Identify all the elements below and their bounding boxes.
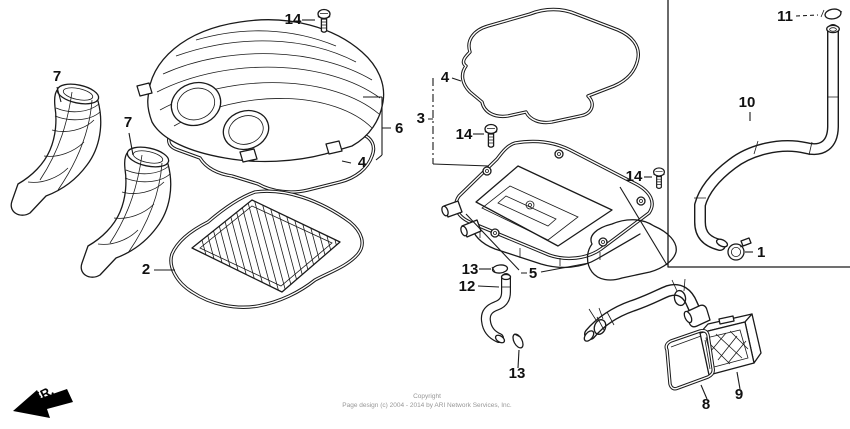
callout-1: 1 [757, 244, 765, 261]
case-seal [586, 219, 677, 281]
callout-14-middle: 14 [456, 126, 473, 143]
spring-clamp-left-icon [588, 307, 607, 335]
bolt-icon-middle [484, 123, 498, 148]
callout-2: 2 [142, 261, 150, 278]
sub-cleaner-element [664, 328, 715, 391]
callout-3: 3 [417, 110, 425, 127]
breather-tube-inset-box [619, 0, 850, 268]
intake-port-right [222, 109, 270, 151]
callout-labels: 14 7 7 6 3 4 4 14 14 11 10 1 5 13 12 13 … [53, 8, 793, 413]
callout-14-top: 14 [285, 11, 302, 28]
copyright-line2: Page design (c) 2004 - 2014 by ARI Netwo… [342, 402, 512, 409]
drain-tube [480, 273, 512, 344]
spring-clamp-right-icon [671, 278, 687, 307]
tube-clamp-icon [727, 237, 752, 261]
callout-9: 9 [735, 386, 743, 403]
callout-7-right: 7 [124, 114, 132, 131]
bolt-icon-right [652, 167, 666, 190]
callout-14-right: 14 [626, 168, 643, 185]
callout-4-lower: 4 [358, 154, 367, 171]
callout-6: 6 [395, 120, 403, 137]
intake-duct-right [80, 146, 172, 278]
callout-11: 11 [777, 8, 793, 25]
breather-tube [694, 24, 840, 251]
copyright-block: Copyright Page design (c) 2004 - 2014 by… [342, 393, 512, 409]
connecting-hose [583, 283, 703, 342]
callout-5: 5 [529, 265, 537, 282]
tube-clip-icon [820, 8, 843, 20]
air-cleaner-case [441, 139, 654, 269]
callout-13-lower: 13 [509, 365, 526, 382]
filter-element [169, 189, 364, 309]
intake-port-left [170, 81, 222, 127]
drain-clip-upper-icon [491, 264, 509, 274]
air-cleaner-cover [136, 19, 385, 163]
callout-10: 10 [739, 94, 756, 111]
callout-8: 8 [702, 396, 710, 413]
front-direction-arrow: FR. [13, 383, 73, 418]
callout-13-upper: 13 [462, 261, 479, 278]
copyright-line1: Copyright [413, 393, 441, 400]
sub-air-cleaner [683, 304, 762, 376]
callout-leader-lines [56, 14, 819, 400]
callout-7-left: 7 [53, 68, 61, 85]
drain-clip-lower-icon [512, 333, 524, 349]
fr-arrow-icon [13, 389, 73, 418]
callout-4-upper: 4 [441, 69, 450, 86]
intake-duct-left [10, 83, 102, 216]
callout-12: 12 [459, 278, 476, 295]
case-gasket [460, 7, 641, 125]
